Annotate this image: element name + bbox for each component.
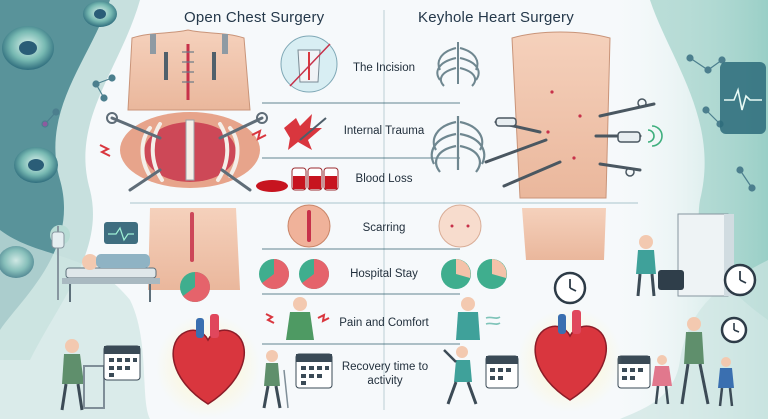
incision-icon [280, 35, 338, 93]
heart-illustration-left [156, 314, 260, 418]
row-label-pain-comfort: Pain and Comfort [339, 317, 429, 329]
ribcage-icon-top [436, 42, 480, 87]
open-surgery-scar-illustration [148, 208, 240, 290]
large-scar-icon [287, 204, 331, 248]
active-person-icon [443, 346, 478, 405]
right-column-title: Keyhole Heart Surgery [418, 9, 574, 26]
calendar-icons [103, 345, 651, 389]
signal-waves-icon [647, 125, 663, 147]
hospital-bed-illustration [51, 222, 160, 302]
keyhole-scar-illustration [522, 208, 606, 260]
cell-illustrations [0, 1, 117, 278]
family-walking-illustration [652, 317, 734, 407]
blood-bags-icon [256, 167, 339, 192]
small-scar-icon [438, 204, 482, 248]
comfort-person-icon [456, 297, 501, 340]
discharge-illustration [636, 213, 734, 297]
molecule-illustrations [41, 54, 756, 192]
left-column-title: Open Chest Surgery [184, 9, 325, 26]
surgical-instruments-icon [484, 98, 656, 188]
row-separators [262, 102, 460, 345]
row-label-recovery-time: Recovery time to activity [341, 361, 429, 387]
open-chest-torso-illustration [127, 29, 251, 111]
internal-trauma-icon [284, 114, 327, 150]
ecg-monitor-icon [720, 62, 766, 134]
ribcage-icon-middle [430, 116, 486, 173]
row-label-blood-loss: Blood Loss [355, 173, 413, 185]
row-label-hospital-stay: Hospital Stay [350, 268, 418, 280]
patient-with-walker-illustration [60, 339, 105, 411]
keyhole-torso-illustration [511, 31, 611, 199]
row-label-internal-trauma: Internal Trauma [343, 125, 425, 137]
clock-icons [553, 263, 757, 344]
row-label-scarring: Scarring [362, 222, 406, 234]
heart-illustration-right [518, 308, 622, 412]
long-stay-pie-icons [180, 259, 330, 303]
row-label-incision: The Incision [352, 62, 415, 74]
slow-walker-icon [262, 350, 289, 409]
short-stay-pie-icons [441, 259, 507, 289]
ribcage-retractor-illustration [99, 112, 268, 192]
pain-person-icon [265, 297, 330, 340]
